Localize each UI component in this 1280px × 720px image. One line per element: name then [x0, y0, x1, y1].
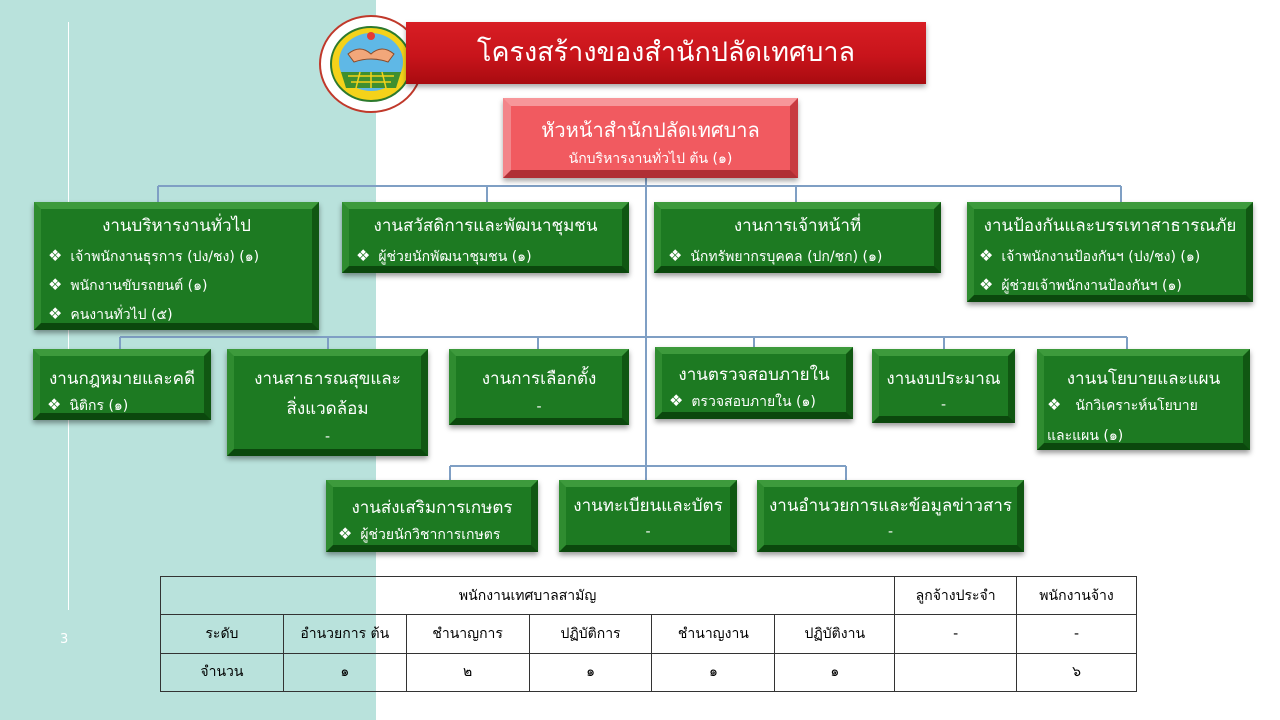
box-title: งานการเลือกตั้ง [481, 369, 597, 389]
box-disaster-prevention: งานป้องกันและบรรเทาสาธารณภัย ❖เจ้าพนักงา… [967, 202, 1253, 302]
diamond-bullet-icon: ❖ [668, 246, 683, 265]
diamond-bullet-icon: ❖ [979, 275, 994, 294]
header-permanent-employee: ลูกจ้างประจำ [894, 575, 1018, 616]
table-cell: - [894, 614, 1018, 654]
list-item: ❖นักวิเคราะห์นโยบาย [1047, 395, 1198, 414]
table-cell: ปฏิบัติงาน [774, 614, 896, 654]
box-registry: งานทะเบียนและบัตร - [559, 480, 737, 552]
box-welfare: งานสวัสดิการและพัฒนาชุมชน ❖ผู้ช่วยนักพัฒ… [342, 202, 629, 273]
slide-number: 3 [60, 632, 69, 647]
diamond-bullet-icon: ❖ [48, 304, 63, 323]
table-cell: ๑ [282, 652, 407, 693]
box-title: งานทะเบียนและบัตร [573, 496, 723, 516]
box-policy-plan: งานนโยบายและแผน ❖นักวิเคราะห์นโยบาย และแ… [1037, 349, 1250, 450]
list-item: ❖ผู้ช่วยนักพัฒนาชุมชน (๑) [356, 246, 532, 265]
page-title: โครงสร้างของสำนักปลัดเทศบาล [406, 22, 926, 84]
header-municipal-staff: พนักงานเทศบาลสามัญ [159, 575, 896, 616]
box-title: งานการเจ้าหน้าที่ [733, 216, 862, 236]
box-internal-audit: งานตรวจสอบภายใน ❖ตรวจสอบภายใน (๑) [655, 347, 853, 419]
head-subtitle: นักบริหารงานทั่วไป ต้น (๑) [568, 151, 733, 167]
head-office-box: หัวหน้าสำนักปลัดเทศบาล นักบริหารงานทั่วไ… [503, 98, 798, 178]
box-empty-dash: - [536, 399, 542, 415]
row-label: จำนวน [160, 652, 284, 693]
table-cell: ๒ [405, 652, 530, 693]
diamond-bullet-icon: ❖ [48, 246, 63, 265]
table-cell: - [1016, 614, 1137, 654]
box-empty-dash: - [887, 524, 894, 540]
box-budget: งานงบประมาณ - [872, 349, 1015, 423]
box-public-health: งานสาธารณสุขและ สิ่งแวดล้อม - [227, 349, 428, 456]
box-title: งานอำนวยการและข้อมูลข่าวสาร [768, 496, 1013, 516]
box-agriculture: งานส่งเสริมการเกษตร ❖ผู้ช่วยนักวิชาการเก… [326, 480, 538, 552]
box-title: งานสวัสดิการและพัฒนาชุมชน [373, 216, 598, 236]
table-cell: ๑ [528, 652, 653, 693]
list-item: ❖เจ้าพนักงานธุรการ (ปง/ชง) (๑) [48, 246, 260, 265]
box-title: งานนโยบายและแผน [1066, 369, 1221, 389]
list-item-continuation: และแผน (๑) [1047, 428, 1124, 444]
table-row-count: จำนวน ๑ ๒ ๑ ๑ ๑ ๖ [160, 652, 1137, 693]
list-item: ❖คนงานทั่วไป (๕) [48, 304, 173, 323]
list-item: ❖นิติกร (๑) [47, 395, 129, 414]
row-label: ระดับ [160, 614, 284, 654]
box-title: งานส่งเสริมการเกษตร [351, 498, 513, 518]
list-item: ❖นักทรัพยากรบุคคล (ปก/ชก) (๑) [668, 246, 883, 265]
box-title: งานตรวจสอบภายใน [678, 365, 830, 385]
table-cell: ๖ [1016, 652, 1137, 693]
box-empty-dash: - [324, 429, 331, 445]
diamond-bullet-icon: ❖ [669, 391, 684, 410]
box-election: งานการเลือกตั้ง - [449, 349, 629, 425]
table-row-level: ระดับ อำนวยการ ต้น ชำนาญการ ปฏิบัติการ ช… [160, 614, 1137, 654]
table-cell: ชำนาญงาน [651, 614, 776, 654]
box-personnel: งานการเจ้าหน้าที่ ❖นักทรัพยากรบุคคล (ปก/… [654, 202, 941, 273]
diamond-bullet-icon: ❖ [979, 246, 994, 265]
list-item: ❖ผู้ช่วยนักวิชาการเกษตร [338, 524, 501, 543]
box-empty-dash: - [940, 397, 947, 413]
diamond-bullet-icon: ❖ [47, 395, 62, 414]
head-title: หัวหน้าสำนักปลัดเทศบาล [541, 118, 760, 142]
diamond-bullet-icon: ❖ [356, 246, 371, 265]
list-item: ❖ผู้ช่วยเจ้าพนักงานป้องกันฯ (๑) [979, 275, 1182, 294]
header-contract-employee: พนักงานจ้าง [1016, 575, 1137, 616]
box-title-line2: สิ่งแวดล้อม [286, 399, 369, 419]
table-header-row: พนักงานเทศบาลสามัญ ลูกจ้างประจำ พนักงานจ… [159, 575, 1137, 616]
box-title: งานบริหารงานทั่วไป [102, 216, 251, 236]
list-item: ❖พนักงานขับรถยนต์ (๑) [48, 275, 208, 294]
table-cell: อำนวยการ ต้น [282, 614, 407, 654]
list-item: ❖เจ้าพนักงานป้องกันฯ (ปง/ชง) (๑) [979, 246, 1201, 265]
table-cell: ๑ [651, 652, 776, 693]
list-item: ❖ตรวจสอบภายใน (๑) [669, 391, 816, 410]
box-general-admin: งานบริหารงานทั่วไป ❖เจ้าพนักงานธุรการ (ป… [34, 202, 319, 330]
box-title: งานป้องกันและบรรเทาสาธารณภัย [983, 216, 1237, 236]
table-cell: ปฏิบัติการ [528, 614, 653, 654]
table-cell: ชำนาญการ [405, 614, 530, 654]
diamond-bullet-icon: ❖ [48, 275, 63, 294]
diamond-bullet-icon: ❖ [1047, 395, 1062, 414]
table-cell [894, 652, 1018, 693]
staff-count-table: พนักงานเทศบาลสามัญ ลูกจ้างประจำ พนักงานจ… [159, 575, 1137, 693]
box-legal: งานกฎหมายและคดี ❖นิติกร (๑) [33, 349, 211, 420]
diamond-bullet-icon: ❖ [338, 524, 353, 543]
box-empty-dash: - [645, 524, 651, 540]
box-title: งานกฎหมายและคดี [48, 369, 195, 389]
box-title: งานสาธารณสุขและ [254, 369, 401, 389]
box-information: งานอำนวยการและข้อมูลข่าวสาร - [757, 480, 1024, 552]
box-title: งานงบประมาณ [886, 369, 1001, 389]
table-cell: ๑ [774, 652, 896, 693]
